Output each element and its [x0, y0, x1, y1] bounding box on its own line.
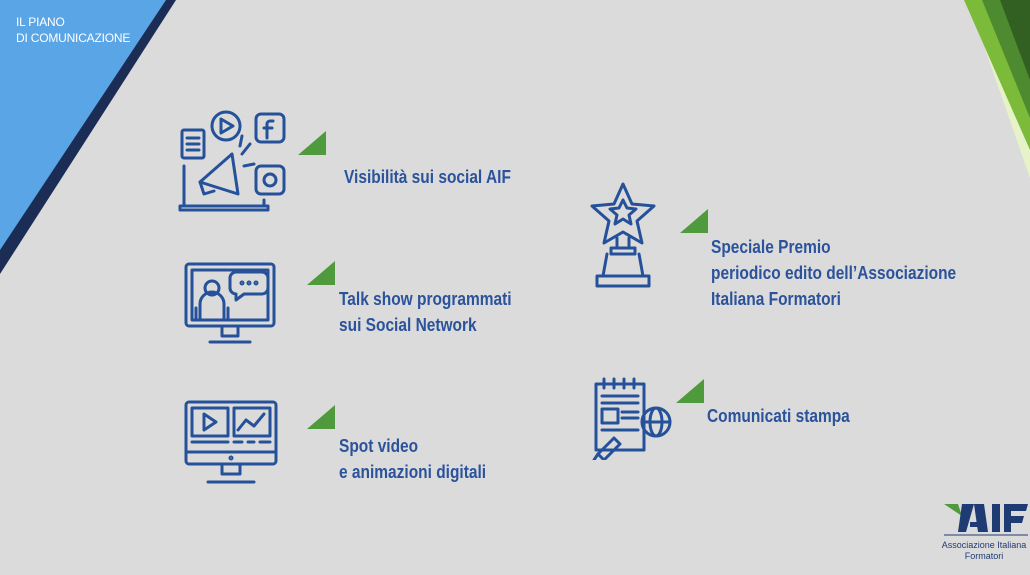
- green-triangle-icon: [307, 405, 335, 429]
- green-triangle-icon: [298, 131, 326, 155]
- section-title-line-2: DI COMUNICAZIONE: [16, 31, 131, 45]
- aif-logo-text: Associazione Italiana Formatori: [941, 540, 1027, 561]
- section-title-line-1: IL PIANO: [16, 15, 65, 29]
- megaphone-social-icon: [178, 110, 286, 212]
- left-corner-decoration: [0, 0, 176, 274]
- green-triangle-icon: [307, 261, 335, 285]
- video-editing-monitor-icon: [184, 400, 278, 484]
- green-triangle-icon: [680, 209, 708, 233]
- section-title: IL PIANO DI COMUNICAZIONE: [16, 14, 130, 46]
- green-triangle-icon: [676, 379, 704, 403]
- item-label-comunicati: Comunicati stampa: [707, 406, 850, 426]
- star-trophy-icon: [590, 182, 656, 288]
- talk-show-monitor-icon: [184, 262, 276, 344]
- item-label-social: Visibilità sui social AIF: [344, 167, 511, 187]
- item-label-talk-show: Talk show programmati sui Social Network: [339, 289, 512, 335]
- item-label-video: Spot video e animazioni digitali: [339, 436, 487, 482]
- right-corner-decoration: [964, 0, 1030, 178]
- item-label-premio: Speciale Premio periodico edito dell’Ass…: [711, 237, 957, 309]
- newspaper-globe-icon: [592, 377, 672, 460]
- aif-logo: Associazione Italiana Formatori: [938, 502, 1030, 568]
- aif-logo-mark: [944, 504, 1028, 536]
